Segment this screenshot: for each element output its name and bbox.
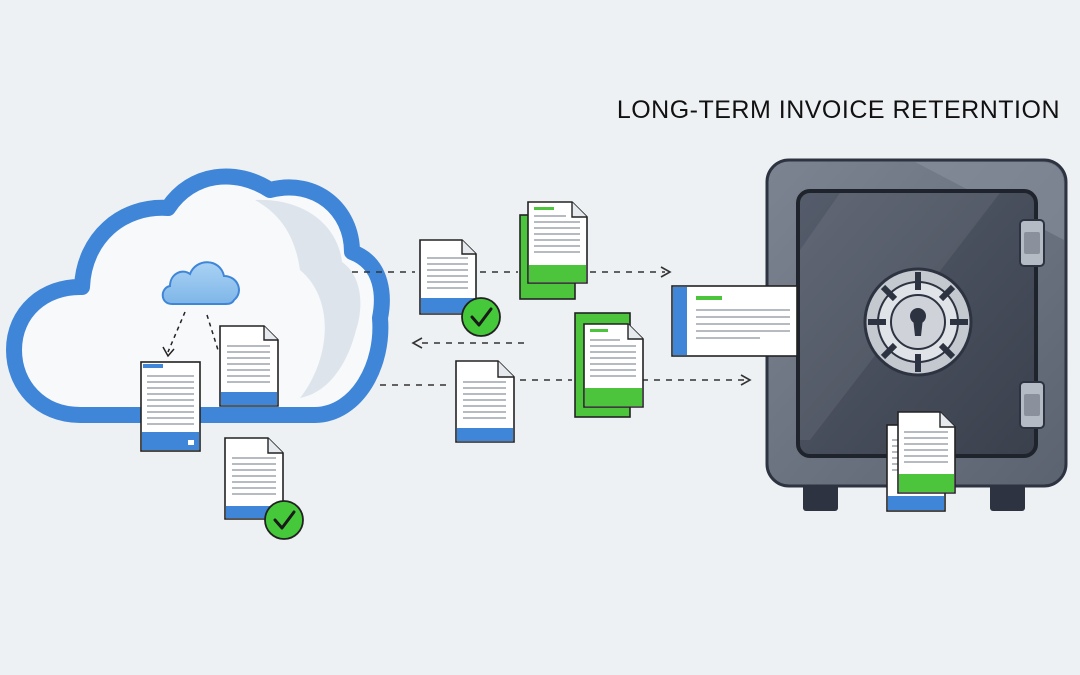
document-stack (886, 411, 956, 512)
document-icon (419, 239, 477, 315)
cloud-sync-arrows (167, 311, 219, 353)
cloud-icon (161, 261, 240, 305)
document-icon (219, 325, 279, 407)
document-icon (455, 360, 515, 443)
diagram-title: LONG-TERM INVOICE RETERNTION (616, 96, 1060, 124)
arrow-head (162, 346, 175, 358)
flow-arrows (352, 271, 745, 386)
document-icon (140, 361, 201, 452)
document-icon (583, 323, 644, 408)
keyhole-icon (910, 308, 926, 336)
document-stack (519, 201, 588, 300)
check-circle-icon (461, 297, 501, 337)
arrow-heads (411, 266, 752, 386)
check-circle-icon (264, 500, 304, 540)
document-stack (574, 312, 644, 418)
combination-dial-icon (863, 267, 973, 377)
cloud-shading (255, 199, 361, 398)
document-icon (671, 285, 798, 357)
